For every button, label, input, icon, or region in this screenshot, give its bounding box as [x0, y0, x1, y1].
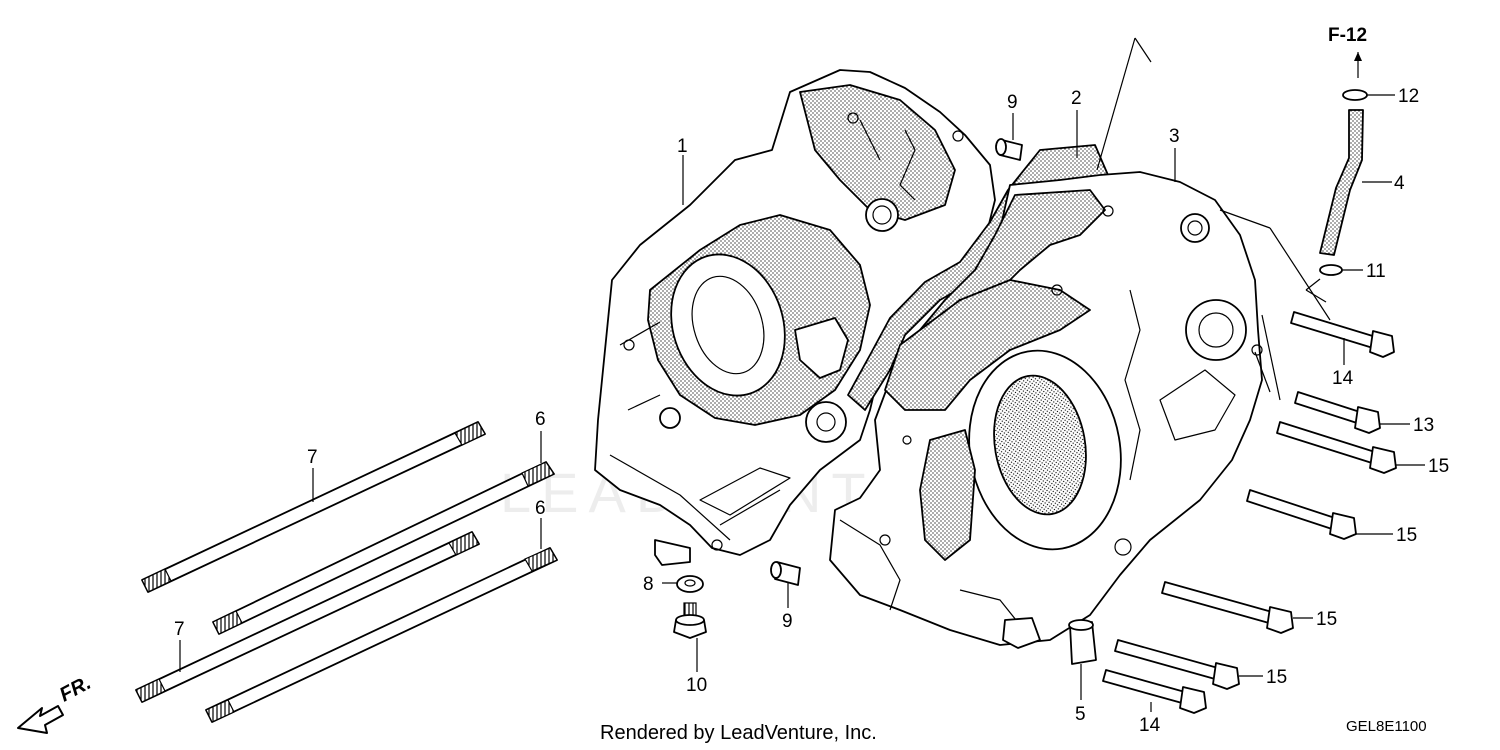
callout-2: 2	[1071, 88, 1082, 109]
callout-15-d: 15	[1266, 667, 1287, 688]
flange-bolt-15-d[interactable]	[1114, 639, 1240, 690]
callout-14-lower: 14	[1139, 715, 1161, 736]
leader-lines	[179, 37, 1425, 712]
sealing-washer[interactable]	[676, 575, 704, 593]
front-direction-label: FR.	[56, 672, 95, 707]
flange-bolt-15-a[interactable]	[1276, 421, 1397, 474]
footer-credit: Rendered by LeadVenture, Inc.	[600, 722, 877, 744]
stud-bolt-6-lower[interactable]	[205, 547, 558, 723]
callout-5: 5	[1075, 704, 1086, 725]
stud-bolt-6-upper[interactable]	[212, 461, 555, 635]
callout-11: 11	[1366, 261, 1386, 282]
flange-bolt-15-b[interactable]	[1246, 489, 1357, 540]
tube-clip-lower[interactable]	[1319, 264, 1343, 276]
dowel-pin-upper[interactable]	[995, 138, 1023, 161]
diagram-code: GEL8E1100	[1346, 718, 1427, 735]
flange-bolt-13[interactable]	[1294, 391, 1381, 434]
callout-4: 4	[1394, 173, 1405, 194]
callout-1: 1	[677, 136, 688, 157]
callout-9-lower: 9	[782, 611, 793, 632]
clamp[interactable]	[1068, 619, 1097, 665]
drain-bolt[interactable]	[673, 602, 707, 639]
callout-14-upper: 14	[1332, 368, 1354, 389]
front-direction-arrow-icon	[17, 705, 64, 734]
callout-12: 12	[1398, 86, 1419, 107]
callout-15-b: 15	[1396, 525, 1417, 546]
stud-bolt-7-lower[interactable]	[135, 531, 480, 703]
flange-bolt-15-c[interactable]	[1161, 581, 1294, 634]
callout-10: 10	[686, 675, 707, 696]
callout-6-upper: 6	[535, 409, 546, 430]
flange-bolt-14-upper[interactable]	[1290, 311, 1395, 358]
callout-13: 13	[1413, 415, 1434, 436]
stud-bolt-7-upper[interactable]	[141, 421, 486, 593]
callout-labels: 1 2 3 9 12 4 11 14 13 15 15 15 15 14 5 6…	[174, 86, 1449, 736]
figure-reference: F-12	[1328, 25, 1367, 46]
callout-15-a: 15	[1428, 456, 1449, 477]
callout-7-lower: 7	[174, 619, 185, 640]
right-crankcase[interactable]	[829, 171, 1263, 649]
callout-6-lower: 6	[535, 498, 546, 519]
dowel-pin-lower[interactable]	[770, 561, 801, 586]
callout-7-upper: 7	[307, 447, 318, 468]
callout-9-upper: 9	[1007, 92, 1018, 113]
flange-bolt-14-lower[interactable]	[1102, 669, 1207, 714]
left-crankcase[interactable]	[594, 69, 996, 566]
breather-tube[interactable]	[1319, 109, 1364, 256]
callout-8: 8	[643, 574, 654, 595]
tube-clip-upper[interactable]	[1342, 89, 1368, 101]
callout-3: 3	[1169, 126, 1180, 147]
callout-15-c: 15	[1316, 609, 1337, 630]
